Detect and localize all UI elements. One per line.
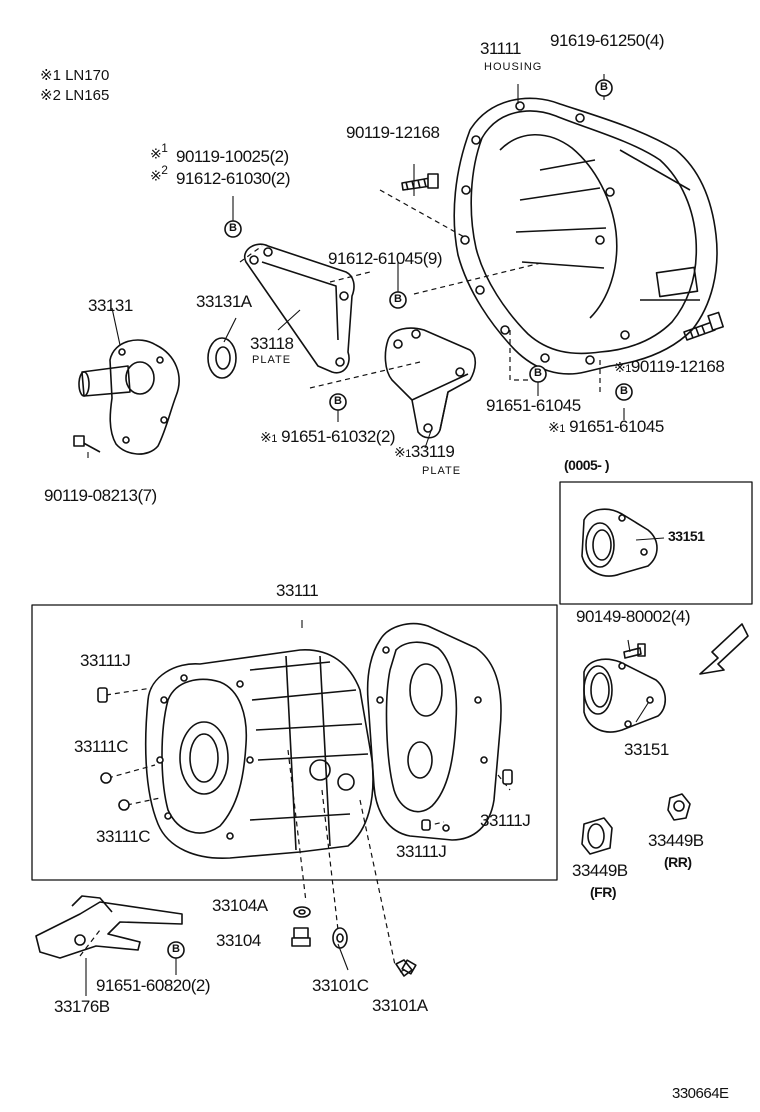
plate-caption-33119: PLATE	[422, 465, 462, 477]
bracket-33176B	[35, 895, 183, 959]
flange-33151-inset	[581, 508, 658, 577]
part-number-31111: 31111	[480, 39, 522, 58]
gasket-33104A	[293, 906, 311, 918]
gasket-33101C	[332, 927, 348, 949]
part-number-90119-08213: 90119-08213(7)	[44, 486, 157, 505]
bolt-90119-12168	[401, 173, 439, 191]
part-number-33131: 33131	[88, 296, 133, 315]
nut-33449B-rr	[667, 793, 691, 821]
date-range: (0005- )	[564, 457, 610, 473]
flange-33151	[583, 658, 667, 733]
plate-33119	[384, 327, 477, 439]
plug-33101A	[395, 959, 417, 977]
part-number-90119-10025: 90119-10025(2)	[176, 147, 289, 166]
callout-b-7: B	[172, 943, 180, 955]
part-number-33118: 33118	[250, 334, 294, 353]
part-number-91651-60820: 91651-60820(2)	[96, 976, 210, 995]
illustration-code: 330664E	[672, 1085, 729, 1102]
part-number-33104A: 33104A	[212, 896, 268, 915]
part-number-33104: 33104	[216, 931, 261, 950]
part-number-33111J-c: 33111J	[396, 842, 447, 861]
part-number-90149-80002: 90149-80002(4)	[576, 607, 690, 626]
part-number-33111C-b: 33111C	[96, 827, 151, 846]
callout-b-2: B	[229, 222, 237, 234]
bolt-90149-80002	[623, 643, 646, 659]
inset-box	[559, 481, 753, 605]
plate-33118	[243, 243, 355, 374]
part-number-90119-12168-b: ※190119-12168	[614, 357, 725, 376]
oil-seal-33131A	[207, 337, 237, 379]
rr-caption: (RR)	[664, 854, 692, 870]
part-number-91651-61032: ※1 91651-61032(2)	[260, 427, 396, 446]
housing-caption: HOUSING	[484, 61, 543, 73]
bell-housing-31111	[453, 97, 718, 375]
bolt-90119-12168-b	[683, 311, 724, 341]
callout-b-6: B	[334, 395, 342, 407]
label-leaders	[85, 74, 665, 996]
b-callouts	[167, 79, 633, 959]
case-rear-plate	[366, 622, 502, 841]
part-number-33151-inset: 33151	[668, 528, 705, 544]
part-number-33101A: 33101A	[372, 996, 428, 1015]
nut-33449B-fr	[581, 817, 613, 855]
part-number-33151: 33151	[624, 740, 669, 759]
direction-arrow-icon	[699, 623, 749, 675]
plate-caption-33118: PLATE	[252, 354, 292, 366]
fr-caption: (FR)	[590, 884, 617, 900]
part-number-33449B-rr: 33449B	[648, 831, 704, 850]
part-number-33111: 33111	[276, 581, 319, 600]
leader-lines	[79, 189, 601, 966]
part-number-91651-61045-b: ※1 91651-61045	[548, 417, 664, 436]
callout-b-4: B	[534, 367, 542, 379]
transmission-case-33111	[144, 649, 374, 859]
part-number-91619-61250: 91619-61250(4)	[550, 31, 664, 50]
part-number-33176B: 33176B	[54, 997, 110, 1016]
part-number-91612-61030: 91612-61030(2)	[176, 169, 290, 188]
part-number-90119-12168: 90119-12168	[346, 123, 440, 142]
part-number-33119: ※133119	[394, 442, 455, 461]
note-ln170: ※1 LN170	[40, 67, 110, 84]
part-number-91651-61045-a: 91651-61045	[486, 396, 581, 415]
part-number-33101C: 33101C	[312, 976, 369, 995]
part-number-33131A: 33131A	[196, 292, 252, 311]
retainer-33131	[73, 339, 180, 455]
note-ln165: ※2 LN165	[40, 87, 110, 104]
callout-b-5: B	[620, 385, 628, 397]
part-number-33111J-b: 33111J	[480, 811, 531, 830]
note-mark-2: ※2	[150, 163, 168, 184]
part-number-33449B-fr: 33449B	[572, 861, 628, 880]
part-number-91612-61045: 91612-61045(9)	[328, 249, 442, 268]
part-number-33111C-a: 33111C	[74, 737, 129, 756]
part-number-33111J-a: 33111J	[80, 651, 131, 670]
callout-b-1: B	[600, 81, 608, 93]
dowel-pins	[97, 687, 513, 831]
callout-b-3: B	[394, 293, 402, 305]
plug-33104	[291, 927, 311, 947]
transmission-case-box	[31, 604, 558, 881]
note-mark-1: ※1	[150, 141, 168, 162]
